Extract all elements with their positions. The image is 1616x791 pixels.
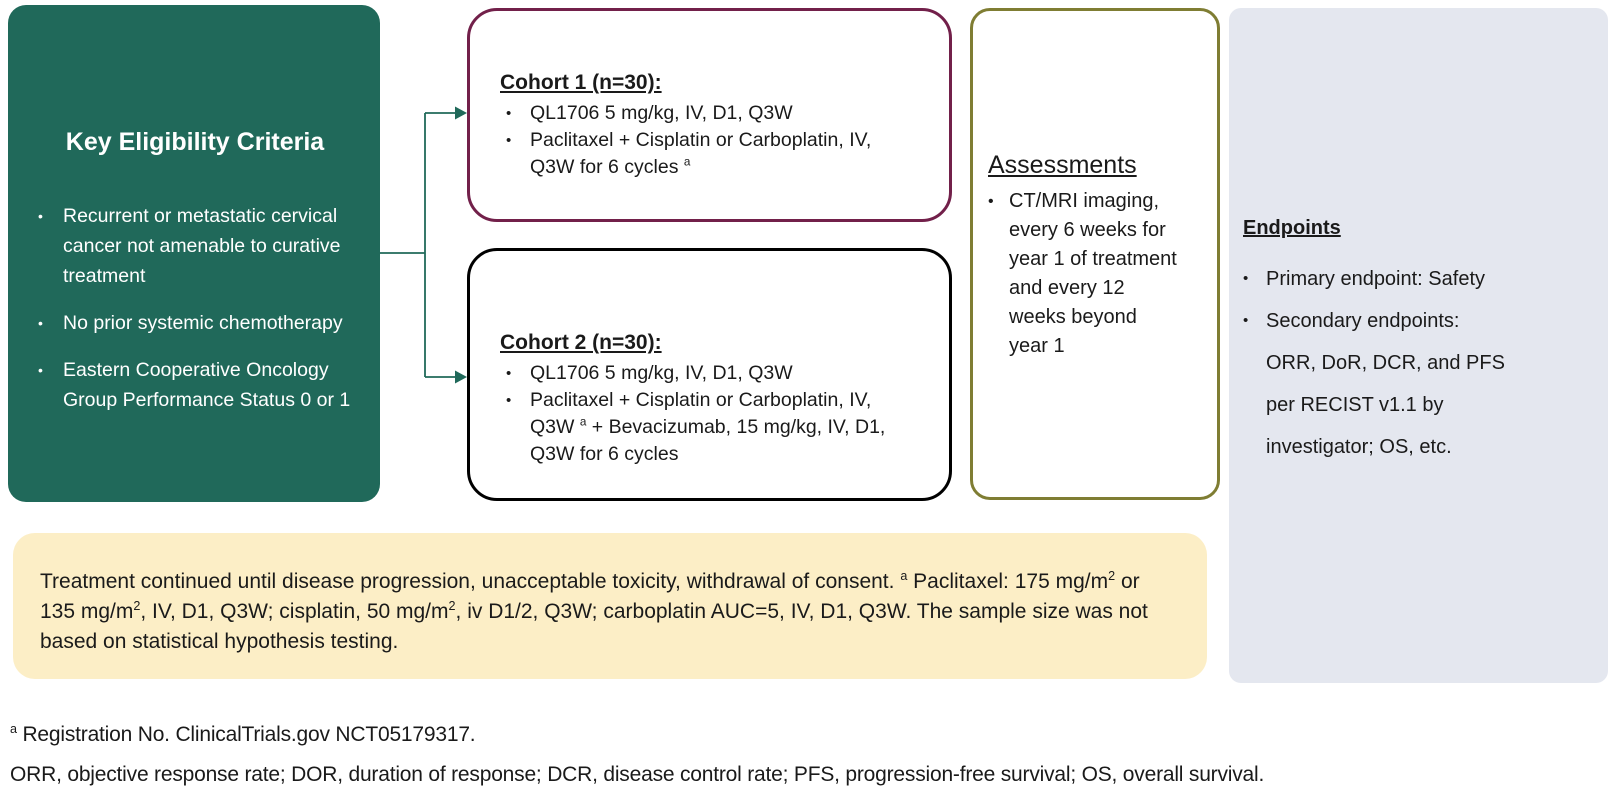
bullet-icon: • [988,193,994,210]
list-item: • Paclitaxel + Cisplatin or Carboplatin,… [506,387,935,468]
connector-line [380,112,456,378]
bullet-icon: • [38,315,43,331]
bullet-icon: • [1243,312,1249,329]
cohort1-item-text: Paclitaxel + Cisplatin or Carboplatin, I… [530,129,872,178]
eligibility-panel: Key Eligibility Criteria • Recurrent or … [8,5,380,502]
bullet-icon: • [506,105,512,122]
arrowhead-icon [455,106,467,120]
bullet-icon: • [1243,270,1249,287]
endpoints-item-text: Primary endpoint: Safety [1266,268,1485,290]
treatment-note-text: Treatment continued until disease progre… [40,569,1148,653]
cohort1-item-text: QL1706 5 mg/kg, IV, D1, Q3W [530,102,793,124]
endpoints-panel: Endpoints • Primary endpoint: Safety • S… [1229,8,1608,683]
arrowhead-icon [455,370,467,384]
bullet-icon: • [506,365,512,382]
cohort2-list: • QL1706 5 mg/kg, IV, D1, Q3W • Paclitax… [500,360,935,468]
list-item: • QL1706 5 mg/kg, IV, D1, Q3W [506,360,935,387]
assessments-panel: Assessments • CT/MRI imaging,every 6 wee… [970,8,1220,500]
eligibility-item-text: No prior systemic chemotherapy [63,312,343,334]
cohort2-item-text: QL1706 5 mg/kg, IV, D1, Q3W [530,362,793,384]
treatment-note-panel: Treatment continued until disease progre… [13,533,1207,679]
cohort1-title: Cohort 1 (n=30): [500,71,662,94]
cohort1-panel: Cohort 1 (n=30): • QL1706 5 mg/kg, IV, D… [467,8,952,222]
endpoints-item-text: Secondary endpoints:ORR, DoR, DCR, and P… [1266,310,1505,458]
bullet-icon: • [506,392,512,409]
cohort1-list: • QL1706 5 mg/kg, IV, D1, Q3W • Paclitax… [500,100,935,181]
flow-connector [380,106,467,384]
bullet-icon: • [38,208,43,224]
registration-footnote: a Registration No. ClinicalTrials.gov NC… [10,722,476,746]
bullet-icon: • [506,132,512,149]
list-item: • Paclitaxel + Cisplatin or Carboplatin,… [506,127,935,181]
assessments-title: Assessments [988,151,1137,179]
bullet-icon: • [38,362,43,378]
list-item: • No prior systemic chemotherapy [38,308,360,338]
abbreviations-footnote: ORR, objective response rate; DOR, durat… [10,763,1265,786]
endpoints-title: Endpoints [1243,217,1341,239]
list-item: • Secondary endpoints:ORR, DoR, DCR, and… [1243,300,1594,468]
cohort2-panel: Cohort 2 (n=30): • QL1706 5 mg/kg, IV, D… [467,248,952,501]
cohort2-item-text: Paclitaxel + Cisplatin or Carboplatin, I… [530,389,886,465]
endpoints-list: • Primary endpoint: Safety • Secondary e… [1243,258,1594,468]
cohort2-title: Cohort 2 (n=30): [500,331,662,354]
list-item: • Primary endpoint: Safety [1243,258,1594,300]
list-item: • QL1706 5 mg/kg, IV, D1, Q3W [506,100,935,127]
eligibility-title: Key Eligibility Criteria [65,128,325,156]
